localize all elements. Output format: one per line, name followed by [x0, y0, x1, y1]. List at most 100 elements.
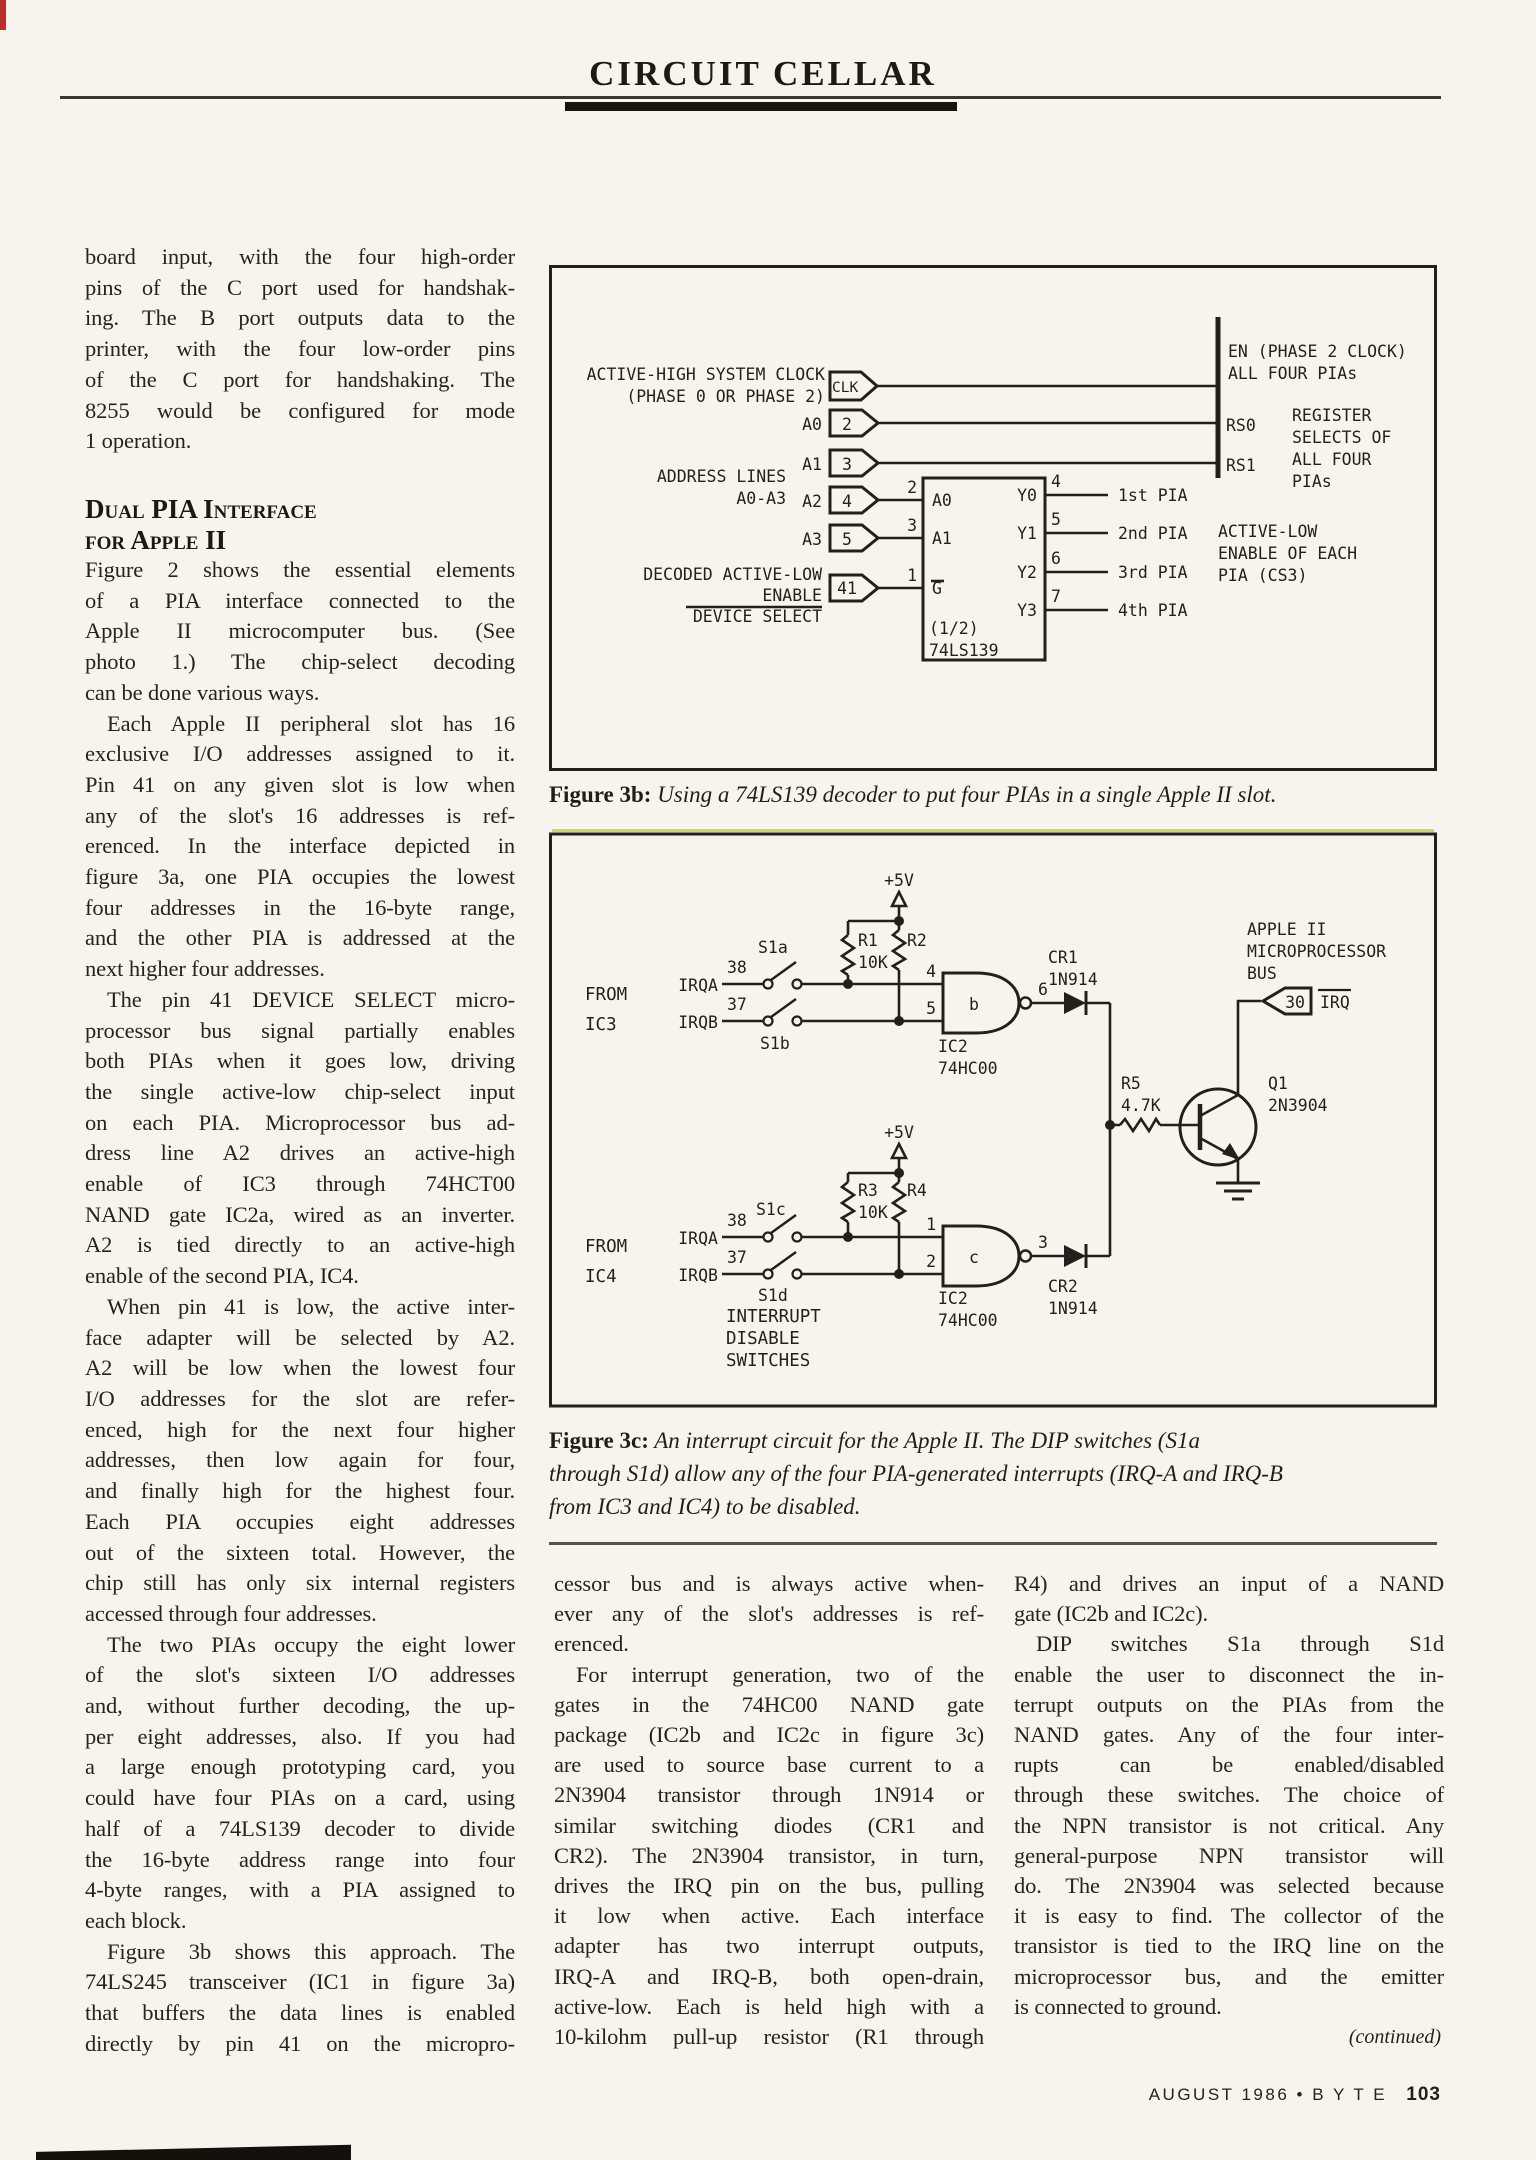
fig3b-outputs: 4 5 6 7 1st PIA 2nd PIA 3rd PIA 4th PIA — [1051, 472, 1188, 620]
figure-3c-border — [549, 832, 1437, 1408]
continued-note: (continued) — [1348, 2026, 1441, 2048]
text-line: I/O addresses for the slot are refer- — [85, 1385, 515, 1411]
label-74hc00-top: 74HC00 — [938, 1059, 998, 1078]
switch-s1c-contact[interactable] — [762, 1231, 774, 1243]
74ls139-body — [921, 476, 1047, 662]
clk-connector-label: CLK — [832, 380, 858, 396]
text-line: that buffers the data lines is enabled — [85, 2000, 515, 2026]
figure-3c-caption-label: Figure 3c: — [549, 1428, 649, 1453]
text-line: NAND gate IC2a, wired as an inverter. — [85, 1201, 515, 1227]
text-line: Figure 2 shows the essential elements — [85, 557, 515, 582]
text-line: the single active-low chip-select input — [85, 1078, 515, 1104]
text-line: it is easy to find. The collector of the — [1014, 1903, 1444, 1929]
plus5v-arrow-top — [889, 889, 909, 908]
diode-cr2 — [1064, 1245, 1086, 1267]
label-disable: DISABLE — [726, 1329, 800, 1349]
text-line: R4) and drives an input of a NAND — [1014, 1571, 1444, 1596]
resistor-r2 — [890, 921, 908, 972]
text-line: 1 operation. — [85, 428, 192, 454]
switch-s1c-contact[interactable] — [791, 1231, 803, 1243]
label-cr1: CR1 — [1048, 948, 1078, 967]
text-line: CR2). The 2N3904 transistor, in turn, — [554, 1842, 984, 1868]
text-line: transistor is tied to the IRQ line on th… — [1014, 1933, 1444, 1959]
gate-c-bubble — [1018, 1249, 1033, 1263]
switch-s1b-blade[interactable] — [770, 997, 797, 1019]
label-enable: ENABLE — [762, 586, 822, 605]
gate-b-label: b — [969, 995, 979, 1014]
label-r1-value: 10K — [858, 953, 888, 972]
fig3c-top-power: +5V R1 10K R2 — [839, 871, 927, 1026]
text-line: erenced. In the interface depicted in — [85, 833, 515, 859]
label-irqa-bottom: IRQA — [678, 1229, 718, 1248]
pin-3: 3 — [907, 516, 917, 535]
label-ic4: IC4 — [585, 1267, 617, 1287]
text-line: gates in the 74HC00 NAND gate — [554, 1691, 984, 1717]
fig3c-ic3-inputs: FROM IC3 IRQA 38 IRQB 37 S1a S1b — [585, 938, 943, 1053]
label-pin38-bottom: 38 — [727, 1211, 747, 1230]
text-line: similar switching diodes (CR1 and — [554, 1812, 984, 1838]
text-line: both PIAs when it goes low, driving — [85, 1048, 515, 1074]
resistor-r3 — [839, 1181, 857, 1224]
label-a3: A3 — [802, 530, 822, 549]
label-s1c: S1c — [756, 1200, 786, 1219]
text-line: are used to source base current to a — [554, 1752, 984, 1778]
text-line: chip still has only six internal registe… — [85, 1570, 515, 1596]
text-line: general-purpose NPN transistor will — [1014, 1842, 1444, 1868]
pin-7: 7 — [1051, 587, 1061, 606]
decoder-y3: Y3 — [1017, 601, 1037, 620]
text-line: cessor bus and is always active when- — [554, 1571, 984, 1596]
text-line: Apple II microcomputer bus. (See — [85, 618, 515, 644]
text-line: and, without further decoding, the up- — [85, 1693, 515, 1719]
switch-s1b-contact[interactable] — [762, 1015, 774, 1027]
text-line: IRQ-A and IRQ-B, both open-drain, — [554, 1963, 984, 1989]
junction-dot — [894, 1168, 904, 1178]
switch-s1a-contact[interactable] — [791, 978, 803, 990]
switch-s1a-contact[interactable] — [762, 978, 774, 990]
decoder-a0: A0 — [932, 491, 952, 510]
switch-s1a-blade[interactable] — [770, 960, 797, 982]
text-line: DIP switches S1a through S1d — [1036, 1631, 1444, 1657]
fig3b-decoder: 2 3 1 A0 A1 G Y0 Y1 Y2 Y3 (1/2) 74LS139 — [907, 476, 1047, 662]
pin-1: 1 — [926, 1215, 936, 1234]
text-line: 8255 would be configured for mode — [85, 397, 515, 423]
figure-3c-caption-line1: Figure 3c: An interrupt circuit for the … — [549, 1424, 1449, 1457]
decoder-part-number: 74LS139 — [929, 641, 999, 660]
text-line: directly by pin 41 on the micropro- — [85, 2030, 515, 2056]
switch-s1d-contact[interactable] — [791, 1268, 803, 1280]
transistor-q1-emitter — [1199, 1136, 1240, 1183]
header-bar — [565, 102, 957, 111]
text-line: out of the sixteen total. However, the — [85, 1539, 515, 1565]
switch-s1c-blade[interactable] — [770, 1213, 797, 1235]
text-line: active-low. Each is held high with a — [554, 1993, 984, 2019]
switch-s1d-blade[interactable] — [770, 1250, 797, 1272]
text-line: enable of the second PIA, IC4. — [85, 1263, 359, 1289]
footer-magazine: B Y T E — [1312, 2085, 1388, 2104]
switch-s1d-contact[interactable] — [762, 1268, 774, 1280]
text-line: rupts can be enabled/disabled — [1014, 1752, 1444, 1778]
label-r3-value: 10K — [858, 1203, 888, 1222]
text-line: and finally high for the highest four. — [85, 1478, 515, 1504]
label-clock-line1: ACTIVE-HIGH SYSTEM CLOCK — [587, 365, 825, 384]
a2-pin-number: 4 — [842, 492, 852, 511]
label-plus5v-top: +5V — [884, 871, 914, 890]
a3-connector — [828, 523, 881, 553]
resistor-r4 — [890, 1173, 908, 1224]
pin-4: 4 — [1051, 472, 1061, 491]
label-2nd-pia: 2nd PIA — [1118, 524, 1188, 543]
label-switches: SWITCHES — [726, 1351, 810, 1371]
pin-4: 4 — [926, 962, 936, 981]
label-pia-cs3: PIA (CS3) — [1218, 566, 1307, 585]
label-a0: A0 — [802, 415, 822, 434]
text-line: through these switches. The choice of — [1014, 1782, 1444, 1808]
label-s1d: S1d — [758, 1286, 788, 1305]
footer-bullet: • — [1296, 2085, 1305, 2104]
resistor-r5 — [1110, 1116, 1199, 1134]
switch-s1b-contact[interactable] — [791, 1015, 803, 1027]
transistor-q1-body — [1178, 1087, 1258, 1167]
a0-connector — [828, 408, 881, 438]
irq-connector — [1260, 986, 1313, 1016]
text-line: dress line A2 drives an active-high — [85, 1140, 515, 1166]
device-select-connector — [828, 573, 881, 603]
